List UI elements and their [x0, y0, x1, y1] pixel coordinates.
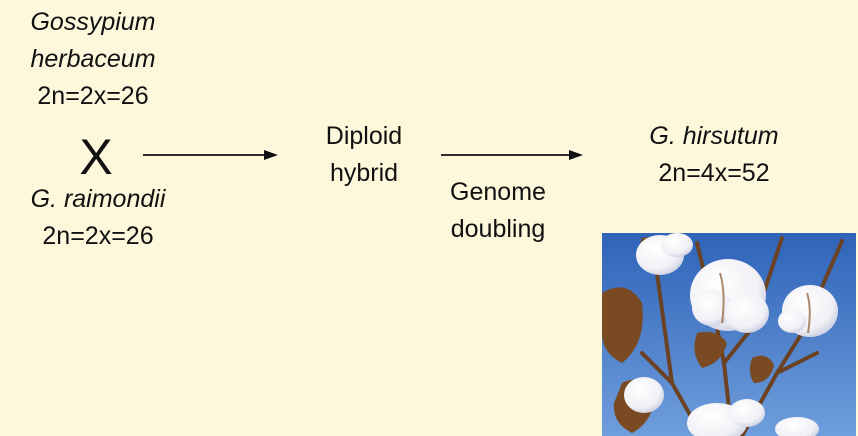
product-name: G. hirsutum [649, 122, 779, 150]
hybrid-line2: hybrid [329, 159, 399, 187]
diploid-hybrid-label: Diploid hybrid [306, 118, 422, 192]
cotton-plant-photo [602, 233, 856, 436]
parent1-ploidy: 2n=2x=26 [37, 82, 149, 110]
parent-g-raimondii: G. raimondii 2n=2x=26 [12, 181, 184, 255]
parent-gossypium-herbaceum: Gossypium herbaceum 2n=2x=26 [18, 4, 168, 115]
right-arrow-icon [441, 150, 583, 160]
parent2-name: G. raimondii [30, 185, 166, 213]
process-line1: Genome [450, 178, 546, 206]
parent2-ploidy: 2n=2x=26 [42, 222, 154, 250]
process-line2: doubling [450, 215, 546, 243]
cross-symbol: X [79, 129, 113, 185]
parent1-species: herbaceum [30, 45, 156, 73]
hybrid-line1: Diploid [325, 122, 403, 150]
parent1-genus: Gossypium [30, 8, 156, 36]
genome-doubling-label: Genome doubling [433, 174, 563, 248]
product-ploidy: 2n=4x=52 [658, 159, 770, 187]
right-arrow-icon [143, 150, 278, 160]
product-g-hirsutum: G. hirsutum 2n=4x=52 [620, 118, 808, 192]
